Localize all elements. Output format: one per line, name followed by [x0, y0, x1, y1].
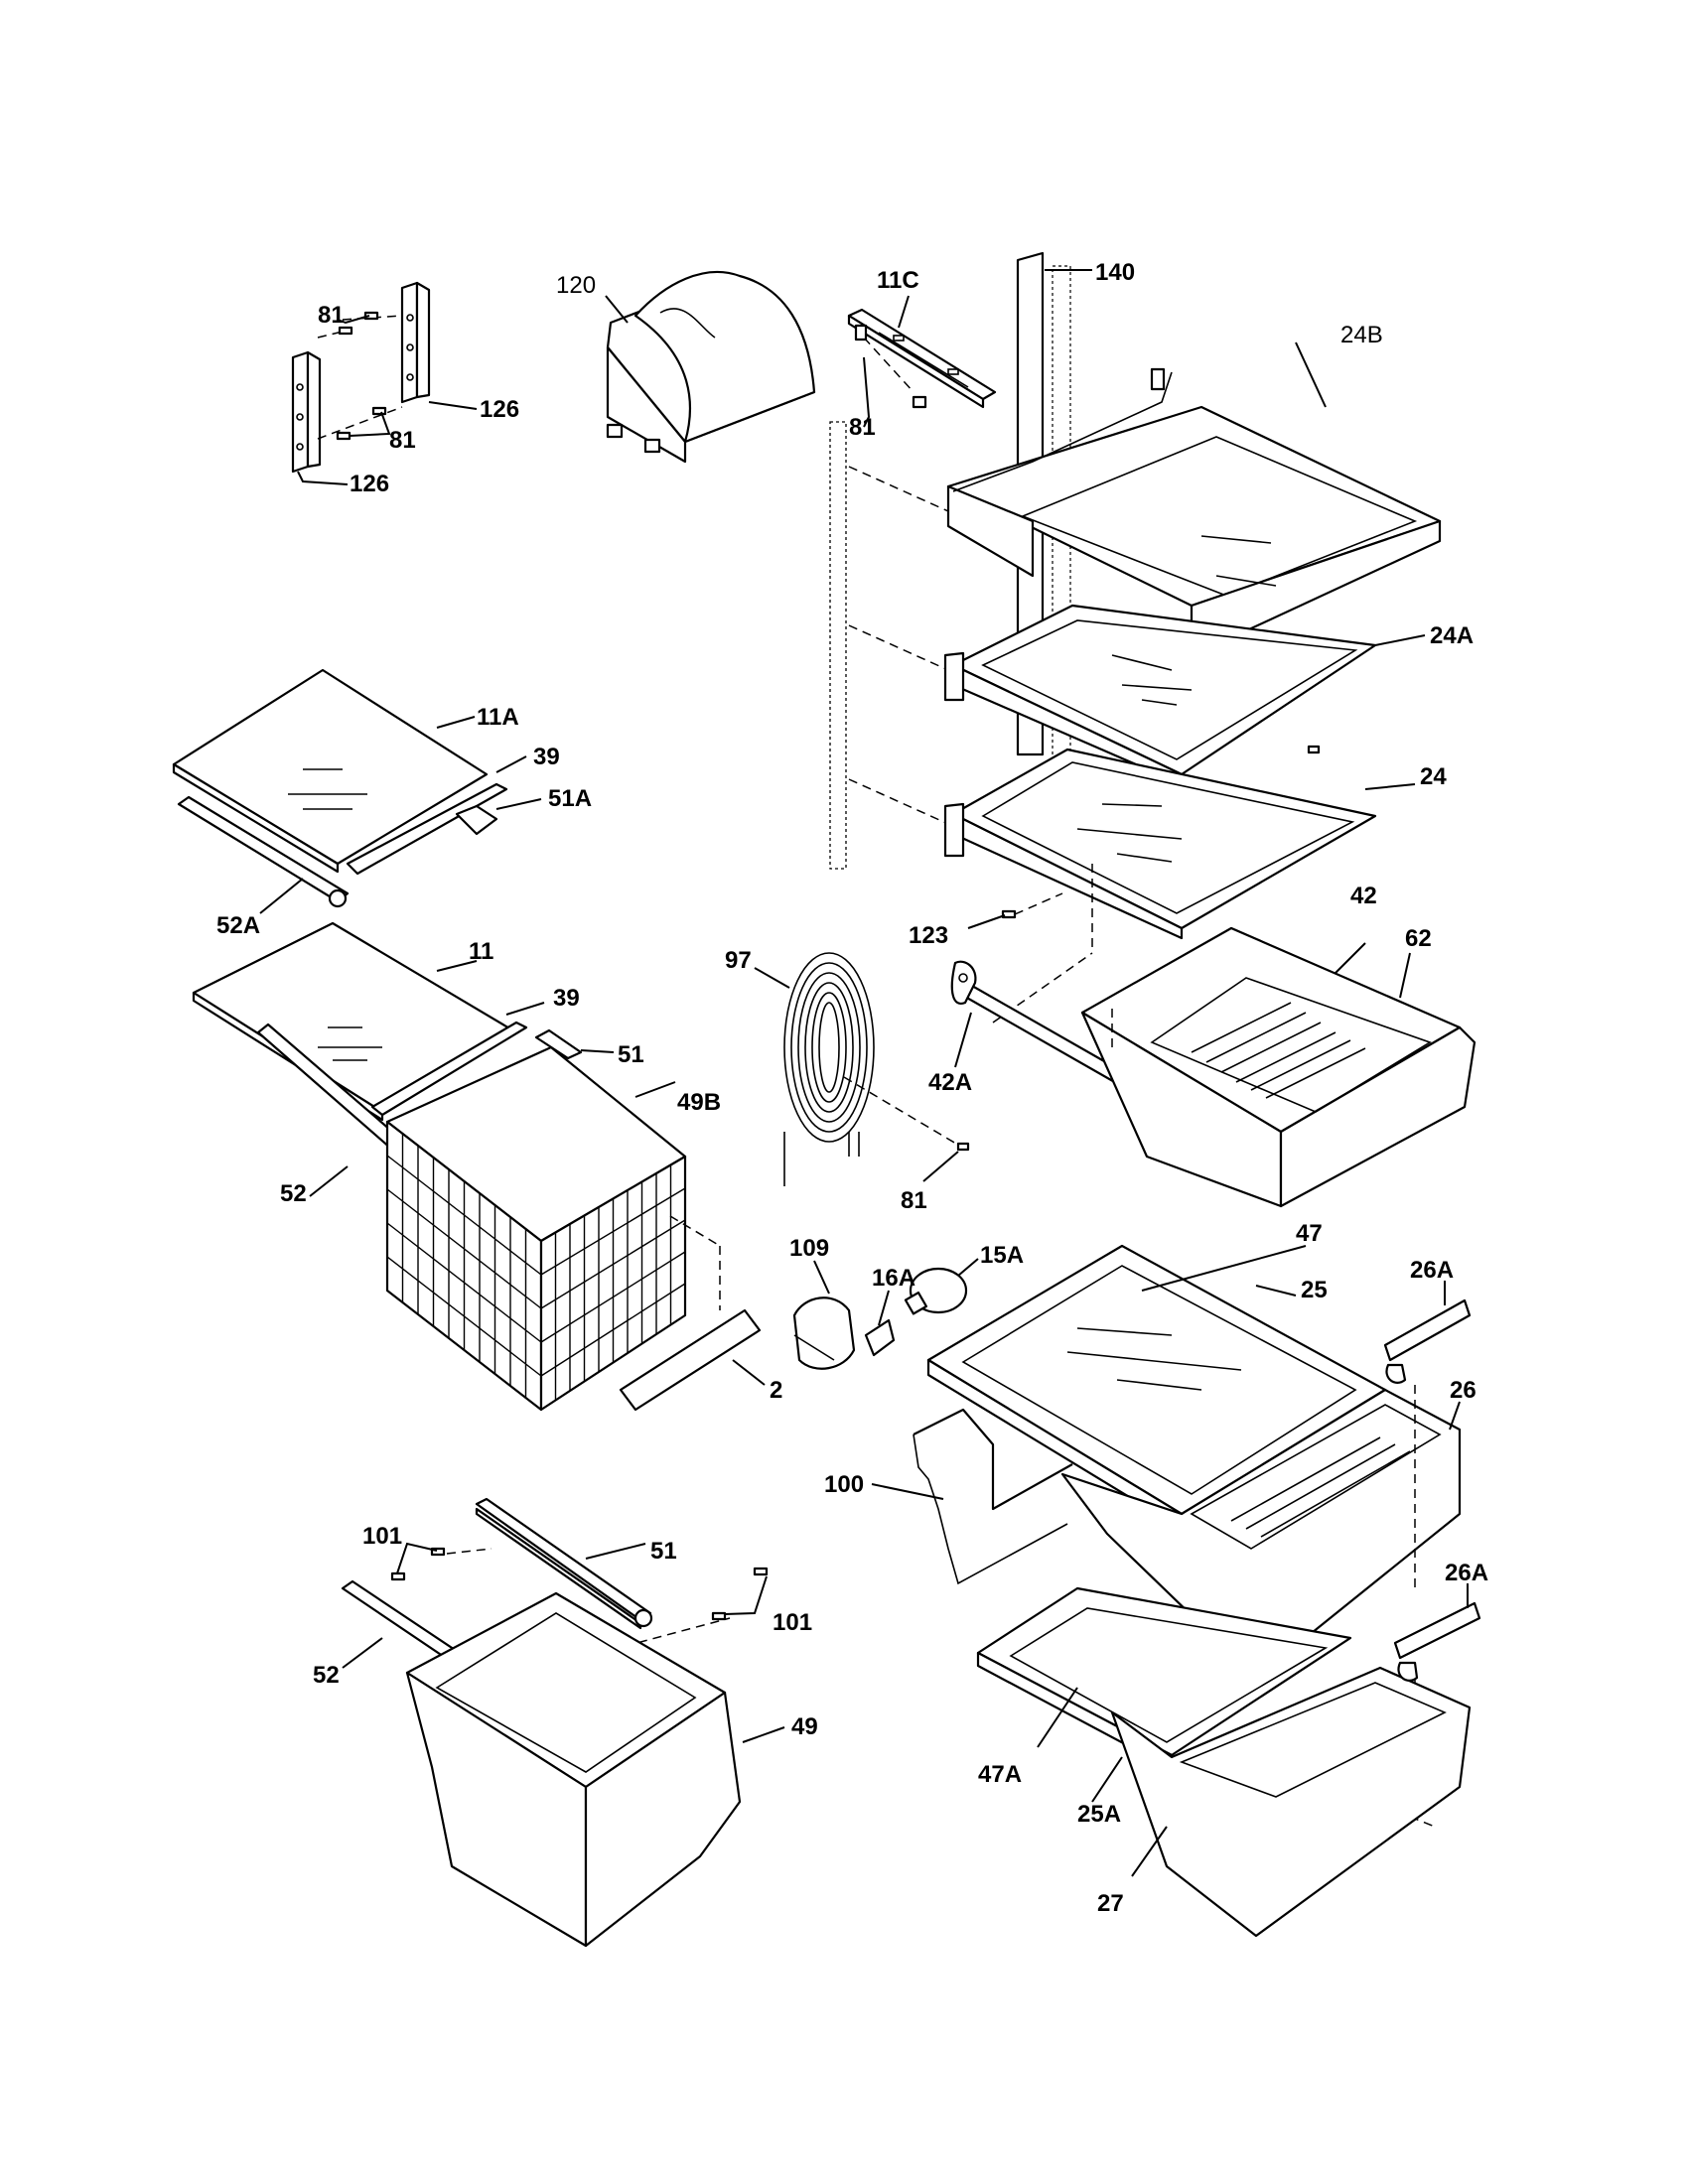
label-49b: 49B [677, 1089, 721, 1116]
wire-basket-49b [385, 1045, 687, 1412]
label-2: 2 [770, 1377, 782, 1404]
label-140: 140 [1095, 259, 1135, 286]
label-126-b: 126 [350, 471, 389, 497]
label-26a-upper: 26A [1410, 1257, 1454, 1284]
label-123: 123 [909, 922, 948, 949]
label-81-b: 81 [389, 427, 416, 454]
label-62: 62 [1405, 925, 1432, 952]
rail-51-lower [475, 1497, 653, 1630]
label-24a: 24A [1430, 622, 1474, 649]
wall-100 [871, 1408, 1073, 1585]
label-24b: 24B [1340, 322, 1383, 348]
bracket-26a-lower [1393, 1583, 1481, 1682]
cover-25 [926, 1244, 1387, 1531]
label-97: 97 [725, 947, 752, 974]
leaders-top-left [297, 315, 478, 485]
label-109: 109 [789, 1235, 829, 1262]
label-11c: 11C [877, 267, 919, 294]
bracket-126-rear [400, 281, 431, 404]
bin-49 [405, 1591, 785, 1948]
socket-16a [864, 1290, 896, 1357]
label-16a: 16A [872, 1265, 915, 1292]
bracket-26a-upper [1383, 1281, 1472, 1384]
lamp-cover-109 [792, 1260, 856, 1370]
rail-52a [177, 795, 350, 914]
crisper-27 [1110, 1666, 1472, 1938]
label-81-c: 81 [849, 414, 876, 441]
bulb-15a [904, 1258, 979, 1315]
crisper-62 [1080, 926, 1477, 1208]
shelf-11a [172, 668, 489, 874]
label-52a: 52A [216, 912, 260, 939]
label-11: 11 [469, 938, 493, 965]
label-52: 52 [280, 1180, 307, 1207]
shelf-24b [946, 341, 1442, 637]
screw-81-set-1 [317, 311, 403, 441]
trim-2 [619, 1215, 766, 1412]
label-42a: 42A [928, 1069, 972, 1096]
label-51: 51 [618, 1041, 644, 1068]
label-51-lower: 51 [650, 1538, 677, 1565]
label-52-lower: 52 [313, 1662, 340, 1689]
trim-39-a [346, 755, 527, 876]
label-25a: 25A [1077, 1801, 1121, 1828]
label-81-a: 81 [318, 302, 345, 329]
bracket-11c [847, 295, 997, 428]
screws-101 [390, 1542, 769, 1659]
label-49: 49 [791, 1713, 818, 1740]
label-26a-lower: 26A [1445, 1560, 1488, 1586]
label-81-d: 81 [901, 1187, 927, 1214]
label-101-b: 101 [773, 1609, 812, 1636]
dotted-rail [829, 421, 949, 870]
crisper-26 [1060, 1388, 1462, 1680]
label-42: 42 [1350, 883, 1377, 909]
label-47a: 47A [978, 1761, 1022, 1788]
label-25: 25 [1301, 1277, 1328, 1303]
label-15a: 15A [980, 1242, 1024, 1269]
trim-39-b [370, 1002, 545, 1117]
label-39-b: 39 [553, 985, 580, 1012]
rail-51a [455, 798, 542, 836]
label-11a: 11A [477, 704, 519, 731]
bracket-126-front [291, 350, 322, 474]
shelf-24 [943, 745, 1416, 1024]
label-39-a: 39 [533, 744, 560, 770]
door-bin-120 [605, 271, 816, 464]
label-47: 47 [1296, 1220, 1323, 1247]
label-51a: 51A [548, 785, 592, 812]
shelf-24a [943, 604, 1426, 786]
label-27: 27 [1097, 1890, 1124, 1917]
coil-97 [754, 952, 970, 1186]
label-101-a: 101 [362, 1523, 402, 1550]
label-100: 100 [824, 1471, 864, 1498]
label-24: 24 [1420, 763, 1447, 790]
label-120: 120 [556, 272, 596, 299]
screw-123 [967, 892, 1063, 929]
label-126-a: 126 [480, 396, 519, 423]
label-26: 26 [1450, 1377, 1477, 1404]
